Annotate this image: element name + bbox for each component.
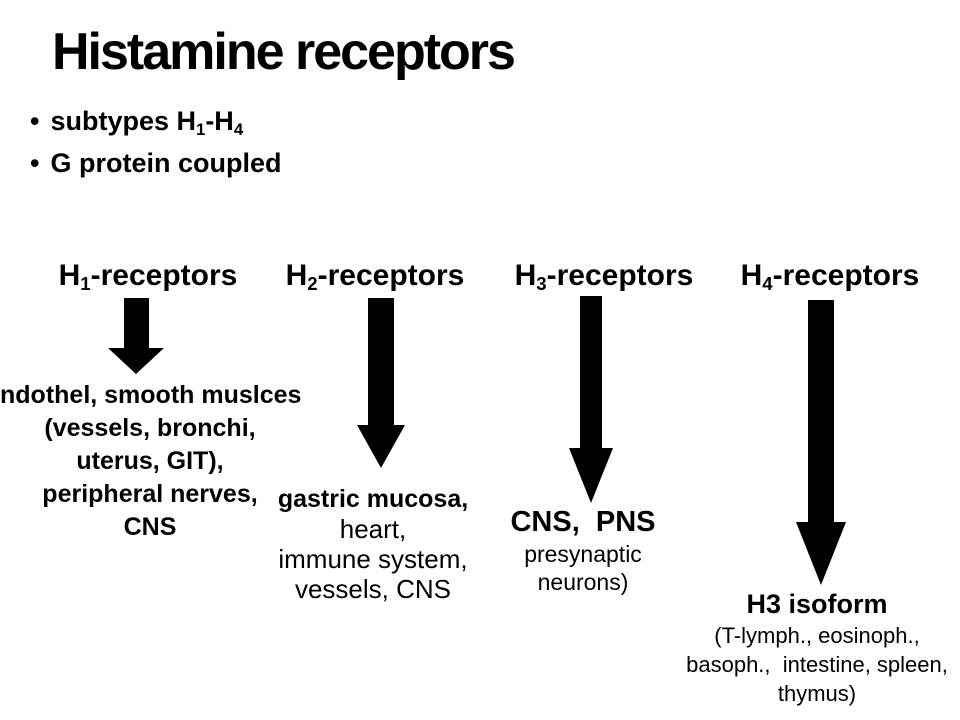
header-text-part: H <box>58 259 81 292</box>
arrow-shaft <box>580 296 602 448</box>
target-line: uterus, GIT), <box>76 447 224 475</box>
arrow-shaft <box>808 300 834 522</box>
column-header-h1-receptors: H1-receptors <box>28 259 268 293</box>
target-line: thymus) <box>777 681 857 706</box>
bullet-marker: • <box>30 106 40 136</box>
arrow-head <box>108 348 164 374</box>
target-line: (T-lymph., eosinoph., <box>714 623 920 648</box>
target-line: (vessels, bronchi, <box>44 414 256 442</box>
h3-down-arrow-icon <box>569 296 613 503</box>
target-line: vessels, CNS <box>294 574 452 604</box>
bullet-text: G protein coupled <box>50 148 282 178</box>
arrow-head <box>357 425 405 468</box>
header-text-part: -receptors <box>546 259 694 292</box>
header-text-part: -receptors <box>317 259 465 292</box>
subscript: 3 <box>536 273 547 295</box>
subscript: 1 <box>196 119 206 139</box>
target-line: H3 isoform <box>746 589 888 619</box>
bullet-list: • subtypes H1-H4 • G protein coupled <box>30 100 281 184</box>
target-line: neurons) <box>537 569 629 595</box>
bullet-text-part: subtypes H <box>50 106 196 136</box>
target-line: presynaptic <box>524 541 642 567</box>
slide-title: Histamine receptors <box>52 23 516 81</box>
bullet-text: subtypes H1-H4 <box>50 106 244 139</box>
subscript: 4 <box>233 119 244 139</box>
h1-down-arrow-icon <box>108 298 164 374</box>
h2-target-tissues: gastric mucosa, heart, immune system, ve… <box>223 484 523 604</box>
target-line: immune system, <box>278 544 468 574</box>
target-line: basoph., intestine, spleen, <box>686 652 948 677</box>
column-header-h4-receptors: H4-receptors <box>710 259 950 293</box>
bullet-item-subtypes: • subtypes H1-H4 <box>30 100 281 142</box>
arrow-shaft <box>123 298 149 348</box>
target-line: ndothel, smooth muslces <box>0 381 302 409</box>
h4-target-tissues: H3 isoform (T-lymph., eosinoph., basoph.… <box>667 588 960 708</box>
bullet-text-part: -H <box>205 106 234 136</box>
subscript: 2 <box>307 273 318 295</box>
arrow-head <box>796 522 846 585</box>
target-line: heart, <box>339 514 407 544</box>
subscript: 4 <box>762 273 773 295</box>
header-text-part: -receptors <box>90 259 238 292</box>
header-text-part: -receptors <box>772 259 920 292</box>
header-text-part: H <box>740 259 763 292</box>
target-line: CNS, PNS <box>510 506 656 538</box>
bullet-marker: • <box>30 148 40 178</box>
subscript: 1 <box>80 273 91 295</box>
arrow-shaft <box>368 298 394 425</box>
h4-down-arrow-icon <box>796 300 846 585</box>
bullet-item-gprotein: • G protein coupled <box>30 142 281 184</box>
column-header-h3-receptors: H3-receptors <box>484 259 724 293</box>
h1-target-tissues: ndothel, smooth muslces (vessels, bronch… <box>0 379 302 544</box>
arrow-head <box>569 448 613 503</box>
target-line: gastric mucosa, <box>277 485 469 513</box>
header-text-part: H <box>285 259 308 292</box>
h3-target-tissues: CNS, PNS presynaptic neurons) <box>433 504 733 596</box>
target-line: peripheral nerves, <box>42 480 258 508</box>
column-header-h2-receptors: H2-receptors <box>255 259 495 293</box>
target-line: CNS <box>123 513 177 541</box>
header-text-part: H <box>514 259 537 292</box>
h2-down-arrow-icon <box>357 298 405 468</box>
